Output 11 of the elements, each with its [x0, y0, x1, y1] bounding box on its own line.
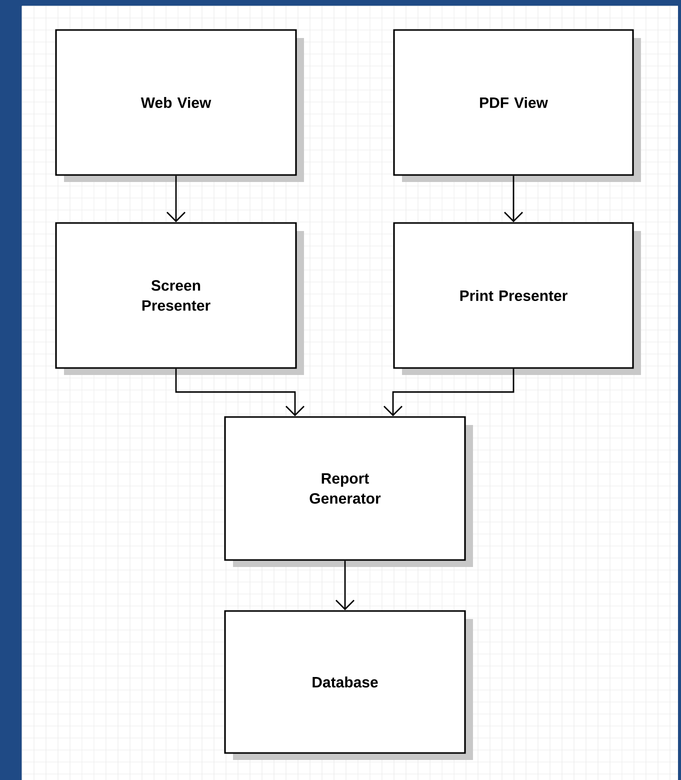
- arrow: [504, 176, 523, 222]
- arrow: [175, 368, 304, 416]
- process-box: Web View: [55, 29, 304, 182]
- arrow: [384, 368, 514, 416]
- process-box: Print Presenter: [393, 222, 641, 375]
- process-box: Screen Presenter: [55, 222, 304, 375]
- process-box: PDF View: [393, 29, 641, 182]
- process-box: Report Generator: [224, 416, 473, 567]
- process-box: Database: [224, 610, 473, 760]
- arrow: [166, 176, 186, 222]
- arrow: [336, 560, 354, 610]
